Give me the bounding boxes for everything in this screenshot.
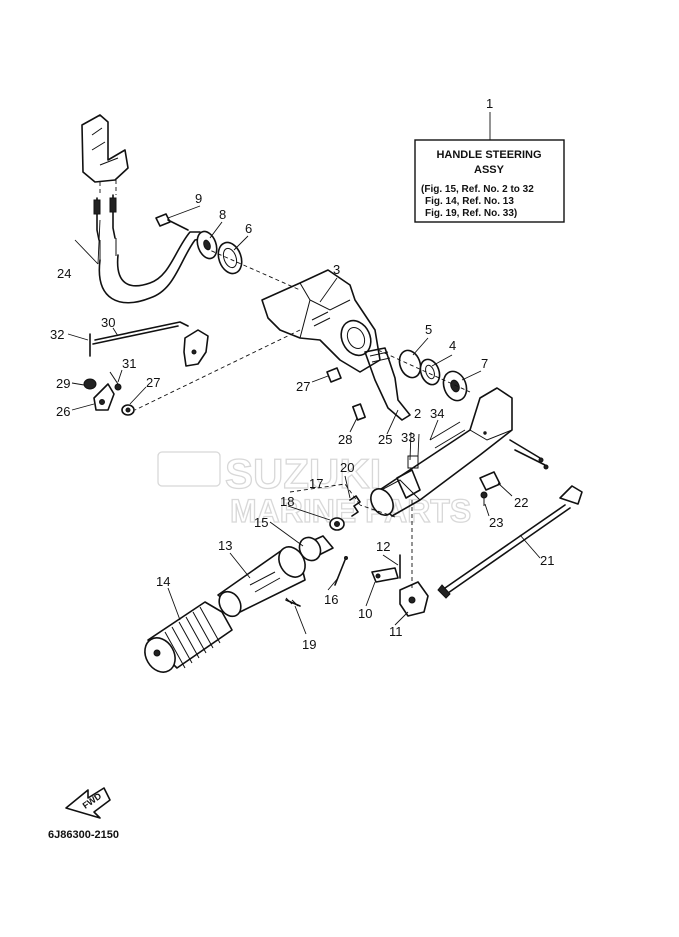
- watermark-logo-shape: [157, 451, 221, 487]
- grommet-6: [217, 241, 243, 275]
- callout-25: 25: [378, 432, 392, 447]
- callout-17: 17: [309, 476, 323, 491]
- callout-32: 32: [50, 327, 64, 342]
- info-box-ref-3: Fig. 19, Ref. No. 33): [425, 208, 517, 219]
- plate-22: [479, 471, 501, 491]
- info-box: HANDLE STEERING ASSY (Fig. 15, Ref. No. …: [414, 112, 565, 223]
- callout-12: 12: [376, 539, 390, 554]
- callout-21: 21: [540, 553, 554, 568]
- callout-22: 22: [514, 495, 528, 510]
- watermark-brand: SUZUKI: [225, 450, 381, 497]
- throttle-grip-14: [144, 601, 233, 673]
- callout-19: 19: [302, 637, 316, 652]
- callout-9: 9: [195, 191, 202, 206]
- bush-27a: [326, 367, 342, 383]
- lever-26: [93, 383, 115, 411]
- watermark-sub: MARINE PARTS: [230, 493, 471, 529]
- info-box-frame: [414, 139, 565, 223]
- callout-27b: 27: [296, 379, 310, 394]
- spring-20: [349, 495, 361, 517]
- axis-line-left: [134, 329, 301, 411]
- callout-4: 4: [449, 338, 456, 353]
- callout-16: 16: [324, 592, 338, 607]
- callout-14: 14: [156, 574, 170, 589]
- steering-handle-2: [370, 387, 549, 517]
- cable-bracket: [81, 114, 129, 195]
- bush-4: [419, 358, 441, 386]
- throttle-cables: [93, 194, 206, 304]
- callout-34: 34: [430, 406, 444, 421]
- callout-27a: 27: [146, 375, 160, 390]
- callout-5: 5: [425, 322, 432, 337]
- link-rod-30: [92, 321, 209, 367]
- callout-31: 31: [122, 356, 136, 371]
- callout-29: 29: [56, 376, 70, 391]
- info-box-ref-2: Fig. 14, Ref. No. 13: [425, 196, 514, 207]
- wire-17: [289, 483, 361, 506]
- washer-8: [196, 230, 218, 260]
- callout-28: 28: [338, 432, 352, 447]
- screw-16: [334, 556, 348, 586]
- screw-23: [480, 491, 488, 506]
- callout-7: 7: [481, 356, 488, 371]
- callout-1: 1: [486, 96, 493, 111]
- diagram-code: 6J86300-2150: [48, 829, 119, 841]
- lock-plate-10: [371, 567, 399, 583]
- callout-3: 3: [333, 262, 340, 277]
- callout-33: 33: [401, 430, 415, 445]
- callout-11: 11: [389, 624, 403, 639]
- callout-24: 24: [57, 266, 71, 281]
- callout-15: 15: [254, 515, 268, 530]
- collar-15: [298, 535, 334, 562]
- info-box-title-2: ASSY: [474, 164, 505, 176]
- callout-26: 26: [56, 404, 70, 419]
- callout-2: 2: [414, 406, 421, 421]
- leader-lines: [67, 205, 541, 635]
- washer-18: [329, 517, 345, 531]
- o-ring-5: [398, 349, 422, 379]
- axis-line-short: [359, 504, 396, 518]
- callout-23: 23: [489, 515, 503, 530]
- info-box-ref-1: (Fig. 15, Ref. No. 2 to 32: [421, 184, 534, 195]
- callout-30: 30: [101, 315, 115, 330]
- friction-plate-25: [364, 347, 411, 421]
- info-box-title-1: HANDLE STEERING: [436, 149, 541, 161]
- callout-10: 10: [358, 606, 372, 621]
- callout-6: 6: [245, 221, 252, 236]
- callout-13: 13: [218, 538, 232, 553]
- callout-8: 8: [219, 207, 226, 222]
- callout-20: 20: [340, 460, 354, 475]
- pulley-block-11: [399, 581, 429, 617]
- washer-7: [442, 370, 468, 402]
- throttle-shaft-13: [217, 546, 306, 618]
- axis-line-upper: [377, 349, 471, 393]
- screw-19: [285, 597, 301, 607]
- nut-29: [83, 378, 97, 390]
- pin-28: [352, 403, 366, 421]
- bush-27b: [121, 404, 135, 416]
- callouts: 1 2 3 4 5 6 7 8 9 10 11 12 13 14 15 16 1…: [50, 96, 554, 652]
- bolt-9: [155, 213, 189, 231]
- fwd-arrow-icon: FWD: [65, 787, 111, 819]
- callout-18: 18: [280, 494, 294, 509]
- spring-31: [109, 371, 122, 391]
- stop-switch-cable-21: [437, 485, 583, 599]
- watermark: SUZUKI MARINE PARTS: [157, 449, 472, 530]
